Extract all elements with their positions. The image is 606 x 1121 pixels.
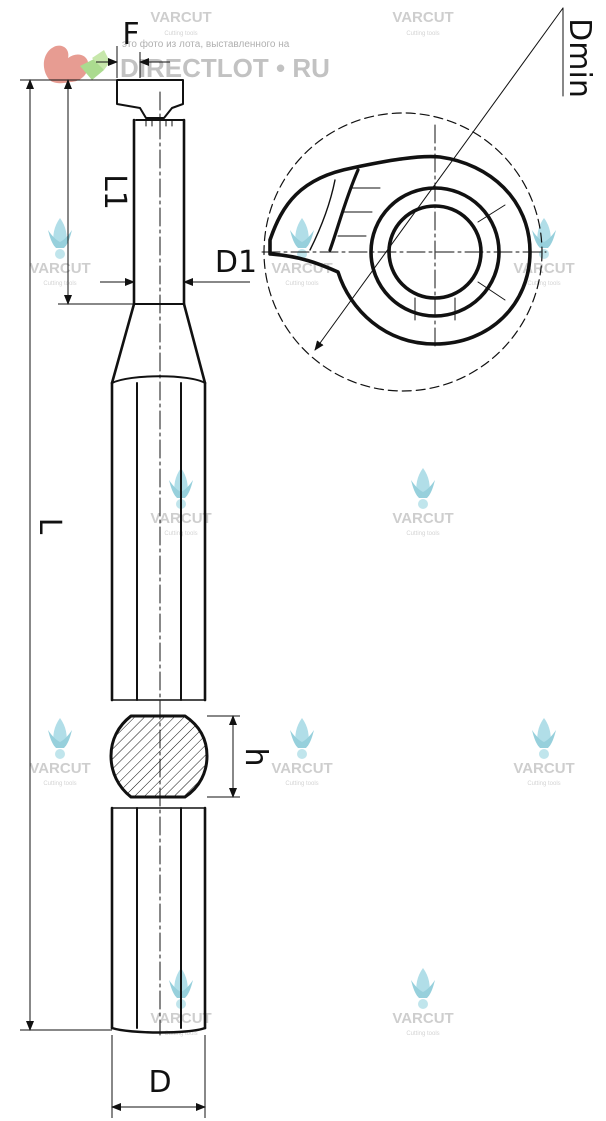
varcut-watermark: VARCUT Cutting tools: [150, 9, 211, 37]
directlot-watermark: это фото из лота, выставленного на DIREC…: [43, 38, 330, 84]
varcut-watermark: VARCUT Cutting tools: [392, 9, 453, 37]
svg-text:VARCUT: VARCUT: [392, 510, 453, 527]
outer-bore-circle: [369, 186, 501, 318]
dim-label-F: F: [122, 17, 139, 52]
svg-text:VARCUT: VARCUT: [392, 9, 453, 26]
svg-text:VARCUT: VARCUT: [150, 9, 211, 26]
svg-text:Cutting tools: Cutting tools: [285, 781, 318, 787]
tool-end-outline: [268, 154, 532, 346]
dim-label-L1: L1: [97, 174, 132, 210]
svg-text:VARCUT: VARCUT: [392, 1010, 453, 1027]
varcut-watermark: VARCUT Cutting tools: [392, 968, 454, 1037]
inner-bore-circle: [387, 204, 483, 300]
boring-bar-side-view: [109, 79, 209, 1036]
dmin-leader: [314, 7, 564, 351]
varcut-watermark: VARCUT Cutting tools: [513, 718, 575, 787]
varcut-watermark: VARCUT Cutting tools: [513, 218, 575, 287]
svg-text:Cutting tools: Cutting tools: [164, 1031, 197, 1037]
svg-text:Cutting tools: Cutting tools: [406, 1031, 439, 1037]
svg-text:VARCUT: VARCUT: [513, 760, 574, 777]
svg-text:Cutting tools: Cutting tools: [43, 781, 76, 787]
squirrel-logo-icon: [43, 45, 110, 84]
varcut-watermark: VARCUT Cutting tools: [392, 468, 454, 537]
varcut-watermark: VARCUT Cutting tools: [29, 218, 91, 287]
svg-text:Cutting tools: Cutting tools: [527, 781, 560, 787]
svg-text:DIRECTLOT • RU: DIRECTLOT • RU: [120, 53, 330, 83]
svg-text:VARCUT: VARCUT: [29, 260, 90, 277]
dim-label-D: D: [148, 1065, 171, 1100]
end-view: [261, 7, 564, 392]
dim-label-h: h: [238, 747, 273, 766]
svg-text:Cutting tools: Cutting tools: [285, 281, 318, 287]
dimensions: [20, 46, 250, 1118]
varcut-watermark: VARCUT Cutting tools: [29, 718, 91, 787]
svg-text:VARCUT: VARCUT: [513, 260, 574, 277]
cutting-head: [116, 79, 184, 119]
dim-label-Dmin: Dmin: [562, 18, 597, 98]
svg-text:это фото из лота, выставленног: это фото из лота, выставленного на: [122, 38, 290, 50]
svg-text:Cutting tools: Cutting tools: [527, 281, 560, 287]
varcut-watermark: VARCUT Cutting tools: [271, 718, 333, 787]
shank-cross-section: [109, 714, 209, 799]
svg-text:VARCUT: VARCUT: [271, 760, 332, 777]
dim-label-D1: D1: [215, 245, 257, 280]
svg-text:Cutting tools: Cutting tools: [406, 531, 439, 537]
svg-text:Cutting tools: Cutting tools: [406, 31, 439, 37]
svg-text:Cutting tools: Cutting tools: [164, 31, 197, 37]
taper: [110, 302, 207, 385]
svg-text:VARCUT: VARCUT: [271, 260, 332, 277]
svg-text:VARCUT: VARCUT: [29, 760, 90, 777]
dim-label-L: L: [32, 518, 67, 535]
svg-text:Cutting tools: Cutting tools: [43, 281, 76, 287]
